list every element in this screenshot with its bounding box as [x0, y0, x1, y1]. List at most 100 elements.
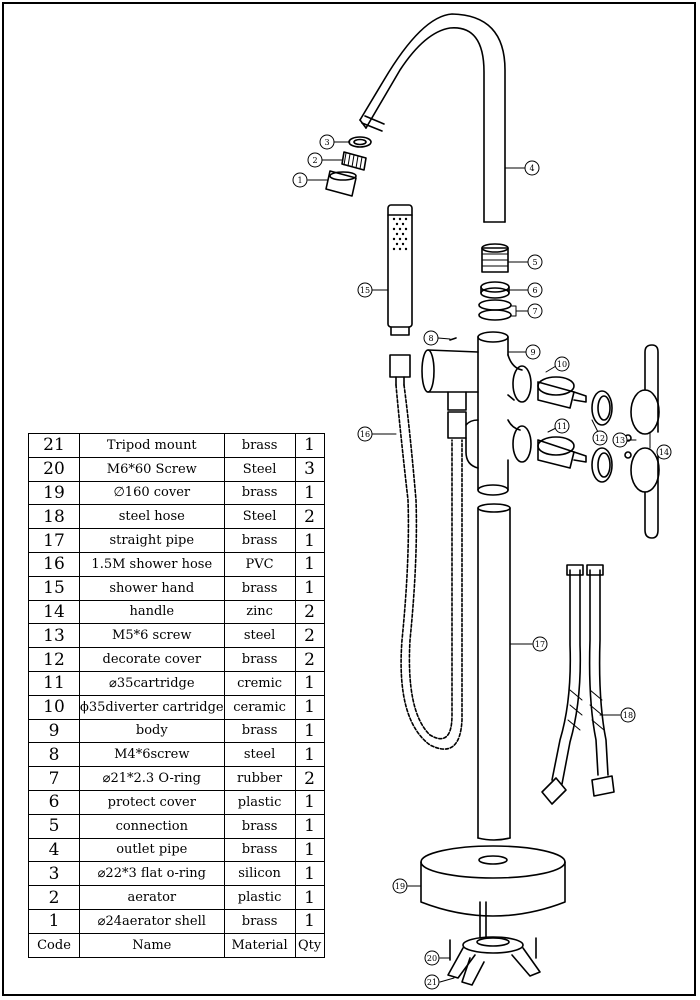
- part-qty: 1: [294, 575, 325, 601]
- callout-8: 8: [423, 330, 439, 346]
- part-name: ⌀24aerator shell: [79, 908, 225, 934]
- svg-text:10: 10: [557, 360, 567, 369]
- part-code: 12: [28, 647, 80, 672]
- svg-text:13: 13: [615, 436, 625, 445]
- callout-3: 3: [319, 134, 335, 150]
- part-name: straight pipe: [79, 528, 225, 553]
- svg-text:17: 17: [535, 640, 545, 649]
- part-code: 10: [28, 694, 80, 720]
- part-material: silicon: [223, 861, 296, 887]
- part-material: brass: [223, 480, 296, 506]
- part-qty: 2: [294, 766, 325, 791]
- part-name: connection: [79, 813, 225, 839]
- part-code: 6: [28, 789, 80, 815]
- header-material: Material: [223, 932, 296, 958]
- part-code: 15: [28, 575, 80, 601]
- tripod-mount-part: [447, 901, 541, 986]
- part-material: PVC: [223, 551, 296, 577]
- callout-18: 18: [620, 707, 636, 723]
- part-code: 20: [28, 456, 80, 482]
- callout-12: 12: [592, 430, 608, 446]
- part-material: steel: [223, 742, 296, 768]
- part-material: plastic: [223, 885, 296, 910]
- part-code: 17: [28, 528, 80, 553]
- part-name: 1.5M shower hose: [79, 551, 225, 577]
- svg-text:8: 8: [428, 334, 433, 343]
- svg-text:9: 9: [530, 348, 535, 357]
- handle-parts: [624, 344, 660, 539]
- part-code: 14: [28, 599, 80, 625]
- part-code: 21: [28, 433, 80, 458]
- callout-21: 21: [424, 974, 440, 990]
- decorate-cover-parts: [591, 390, 613, 483]
- part-material: cremic: [223, 670, 296, 696]
- body-part: [421, 331, 532, 496]
- aerator-parts: [325, 136, 372, 197]
- callout-4: 4: [524, 160, 540, 176]
- part-name: outlet pipe: [79, 837, 225, 863]
- svg-text:1: 1: [297, 176, 302, 185]
- part-code: 11: [28, 670, 80, 696]
- cartridge-parts: [537, 376, 587, 469]
- m4-screw-part: [449, 337, 457, 341]
- part-material: brass: [223, 575, 296, 601]
- callout-7: 7: [527, 303, 543, 319]
- part-material: Steel: [223, 456, 296, 482]
- header-qty: Qty: [294, 932, 325, 958]
- part-code: 1: [28, 908, 80, 934]
- callout-11: 11: [554, 418, 570, 434]
- part-code: 13: [28, 623, 80, 649]
- part-code: 5: [28, 813, 80, 839]
- svg-text:12: 12: [595, 434, 605, 443]
- part-qty: 1: [294, 528, 325, 553]
- part-material: Steel: [223, 504, 296, 530]
- part-qty: 1: [294, 885, 325, 910]
- part-material: brass: [223, 813, 296, 839]
- part-material: brass: [223, 528, 296, 553]
- part-material: brass: [223, 433, 296, 458]
- part-code: 8: [28, 742, 80, 768]
- part-material: ceramic: [223, 694, 296, 720]
- part-qty: 1: [294, 789, 325, 815]
- part-name: handle: [79, 599, 225, 625]
- part-qty: 1: [294, 551, 325, 577]
- callout-19: 19: [392, 878, 408, 894]
- svg-text:14: 14: [659, 448, 669, 457]
- part-qty: 1: [294, 837, 325, 863]
- part-qty: 2: [294, 599, 325, 625]
- callout-15: 15: [357, 282, 373, 298]
- part-name: ∅160 cover: [79, 480, 225, 506]
- part-qty: 3: [294, 456, 325, 482]
- shower-hand-part: [387, 204, 413, 336]
- svg-text:6: 6: [532, 286, 537, 295]
- part-name: steel hose: [79, 504, 225, 530]
- part-name: Tripod mount: [79, 433, 225, 458]
- callout-9: 9: [525, 344, 541, 360]
- part-qty: 1: [294, 908, 325, 934]
- outlet-pipe-part: [359, 13, 506, 223]
- part-name: aerator: [79, 885, 225, 910]
- part-qty: 2: [294, 623, 325, 649]
- connection-parts: [478, 243, 512, 321]
- part-qty: 1: [294, 718, 325, 744]
- svg-text:21: 21: [427, 978, 437, 987]
- part-code: 7: [28, 766, 80, 791]
- svg-text:15: 15: [360, 286, 370, 295]
- callout-10: 10: [554, 356, 570, 372]
- part-material: brass: [223, 647, 296, 672]
